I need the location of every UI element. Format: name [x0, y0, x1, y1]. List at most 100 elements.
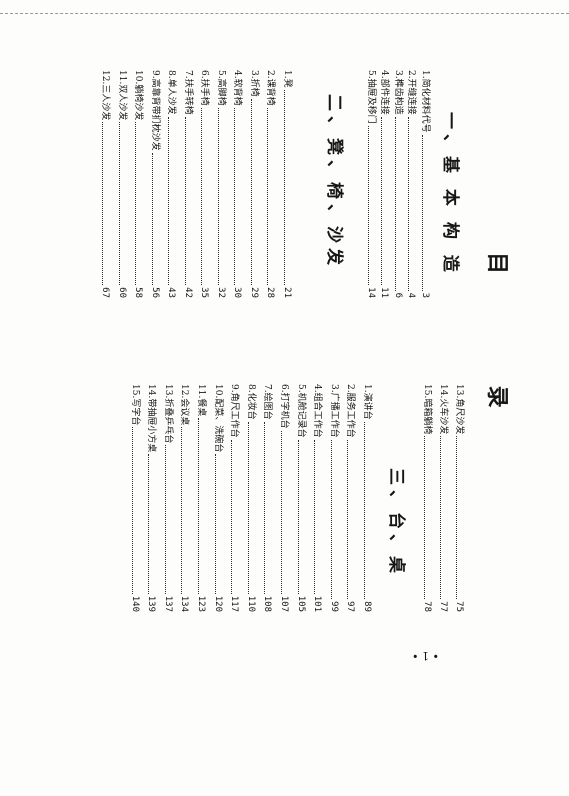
- toc-entry-label: 2.服务工作台: [345, 384, 356, 438]
- toc-entry: 3.榫齿构造 6: [392, 70, 404, 298]
- toc-entry-page: 4: [406, 292, 417, 298]
- toc-entry-label: 10.躺椅沙发: [133, 70, 144, 121]
- leader-dots: [314, 439, 316, 594]
- toc-entry-label: 4.部件连接: [379, 70, 390, 115]
- leader-dots: [330, 439, 332, 600]
- toc-entry: 7.扶手转椅 42: [182, 70, 194, 298]
- toc-entry-page: 77: [438, 601, 448, 612]
- leader-dots: [422, 134, 423, 291]
- leader-dots: [247, 421, 249, 594]
- leader-dots: [267, 107, 269, 286]
- toc-entry-label: 11.餐桌: [196, 384, 206, 417]
- toc-entry: 4.组合工作台 101: [311, 384, 323, 612]
- leader-dots: [181, 427, 183, 594]
- leader-dots: [347, 439, 349, 600]
- toc-entry: 14.火车沙发 77: [437, 384, 449, 612]
- leader-dots: [251, 98, 252, 286]
- toc-entry-label: 7.扶手转椅: [183, 70, 193, 115]
- leader-dots: [214, 454, 216, 594]
- toc-entry-label: 3.榫齿构造: [393, 70, 403, 115]
- toc-entry-label: 15.暗箱躺椅: [422, 384, 432, 435]
- toc-entry-page: 110: [245, 595, 256, 612]
- toc-entry-label: 6.打字机台: [279, 384, 289, 429]
- toc-entry-page: 89: [362, 601, 372, 612]
- toc-entry-page: 21: [282, 287, 292, 298]
- toc-entry-label: 13.角尺沙发: [454, 384, 464, 435]
- leader-dots: [131, 427, 133, 594]
- toc-entry-page: 123: [196, 595, 206, 612]
- toc-entry-label: 8.单人沙发: [166, 70, 177, 115]
- leader-dots: [168, 116, 170, 286]
- toc-entry-page: 29: [249, 287, 259, 298]
- toc-entry-page: 97: [345, 601, 356, 612]
- toc-entry-label: 14.带抽屉小方桌: [146, 384, 157, 453]
- leader-dots: [234, 107, 236, 286]
- toc-entry-page: 56: [150, 287, 160, 298]
- toc-entry-label: 8.化妆台: [245, 384, 256, 420]
- toc-entry-label: 9.高靠背带扪枕沙发: [150, 70, 160, 151]
- toc-entry-label: 14.火车沙发: [438, 384, 448, 435]
- scan-edge-line: [0, 13, 569, 14]
- leader-dots: [456, 436, 457, 600]
- toc-entry-label: 13.折叠乒乓台: [162, 384, 173, 444]
- toc-entry-label: 5.高脚椅: [216, 70, 226, 106]
- leader-dots: [218, 107, 219, 286]
- toc-entry: 2.服务工作台 97: [344, 384, 356, 612]
- toc-entry-page: 101: [312, 595, 323, 612]
- toc-entry-page: 14: [366, 287, 376, 298]
- toc-entry-label: 12.三人沙发: [100, 70, 111, 121]
- leader-dots: [440, 436, 441, 600]
- leader-dots: [408, 116, 410, 291]
- toc-entry-page: 42: [183, 287, 193, 298]
- leader-dots: [185, 116, 186, 286]
- toc-entry-label: 3.折椅: [249, 70, 259, 97]
- toc-entry-label: 4.组合工作台: [312, 384, 323, 438]
- toc-entry-label: 12.会议桌: [179, 384, 190, 426]
- toc-entry-page: 137: [162, 595, 173, 612]
- toc-entry-label: 2.课背椅: [265, 70, 276, 106]
- section-heading-tables-desks: 三、台、桌: [386, 468, 406, 578]
- leader-dots: [119, 122, 120, 286]
- toc-entry-page: 6: [393, 292, 403, 298]
- leader-dots: [102, 122, 104, 286]
- toc-entry: 11.餐桌 123: [195, 384, 207, 612]
- toc-entry: 10.配菜、洗碗台 120: [212, 384, 224, 612]
- leader-dots: [395, 116, 396, 291]
- toc-entry-label: 1.演讲台: [362, 384, 372, 420]
- toc-entry-page: 140: [129, 595, 140, 612]
- toc-entry-page: 99: [328, 601, 339, 612]
- toc-entry-label: 10.配菜、洗碗台: [212, 384, 223, 453]
- toc-entry-page: 60: [117, 287, 127, 298]
- leader-dots: [364, 421, 365, 600]
- toc-entry: 13.折叠乒乓台 137: [162, 384, 174, 612]
- leader-dots: [148, 454, 150, 594]
- leader-dots: [152, 152, 153, 286]
- toc-entry-page: 3: [420, 292, 430, 298]
- leader-dots: [198, 418, 199, 594]
- toc-entry-label: 1.简化材料代号: [420, 70, 430, 133]
- toc-entry-page: 139: [146, 595, 157, 612]
- leader-dots: [135, 122, 137, 286]
- toc-entry-page: 120: [212, 595, 223, 612]
- toc-entry-page: 117: [229, 595, 240, 612]
- leader-dots: [424, 436, 425, 600]
- toc-entry-label: 15.写字台: [129, 384, 140, 426]
- page-number: • 1 •: [412, 649, 439, 662]
- toc-title: 目 录: [484, 252, 510, 460]
- leader-dots: [281, 430, 282, 594]
